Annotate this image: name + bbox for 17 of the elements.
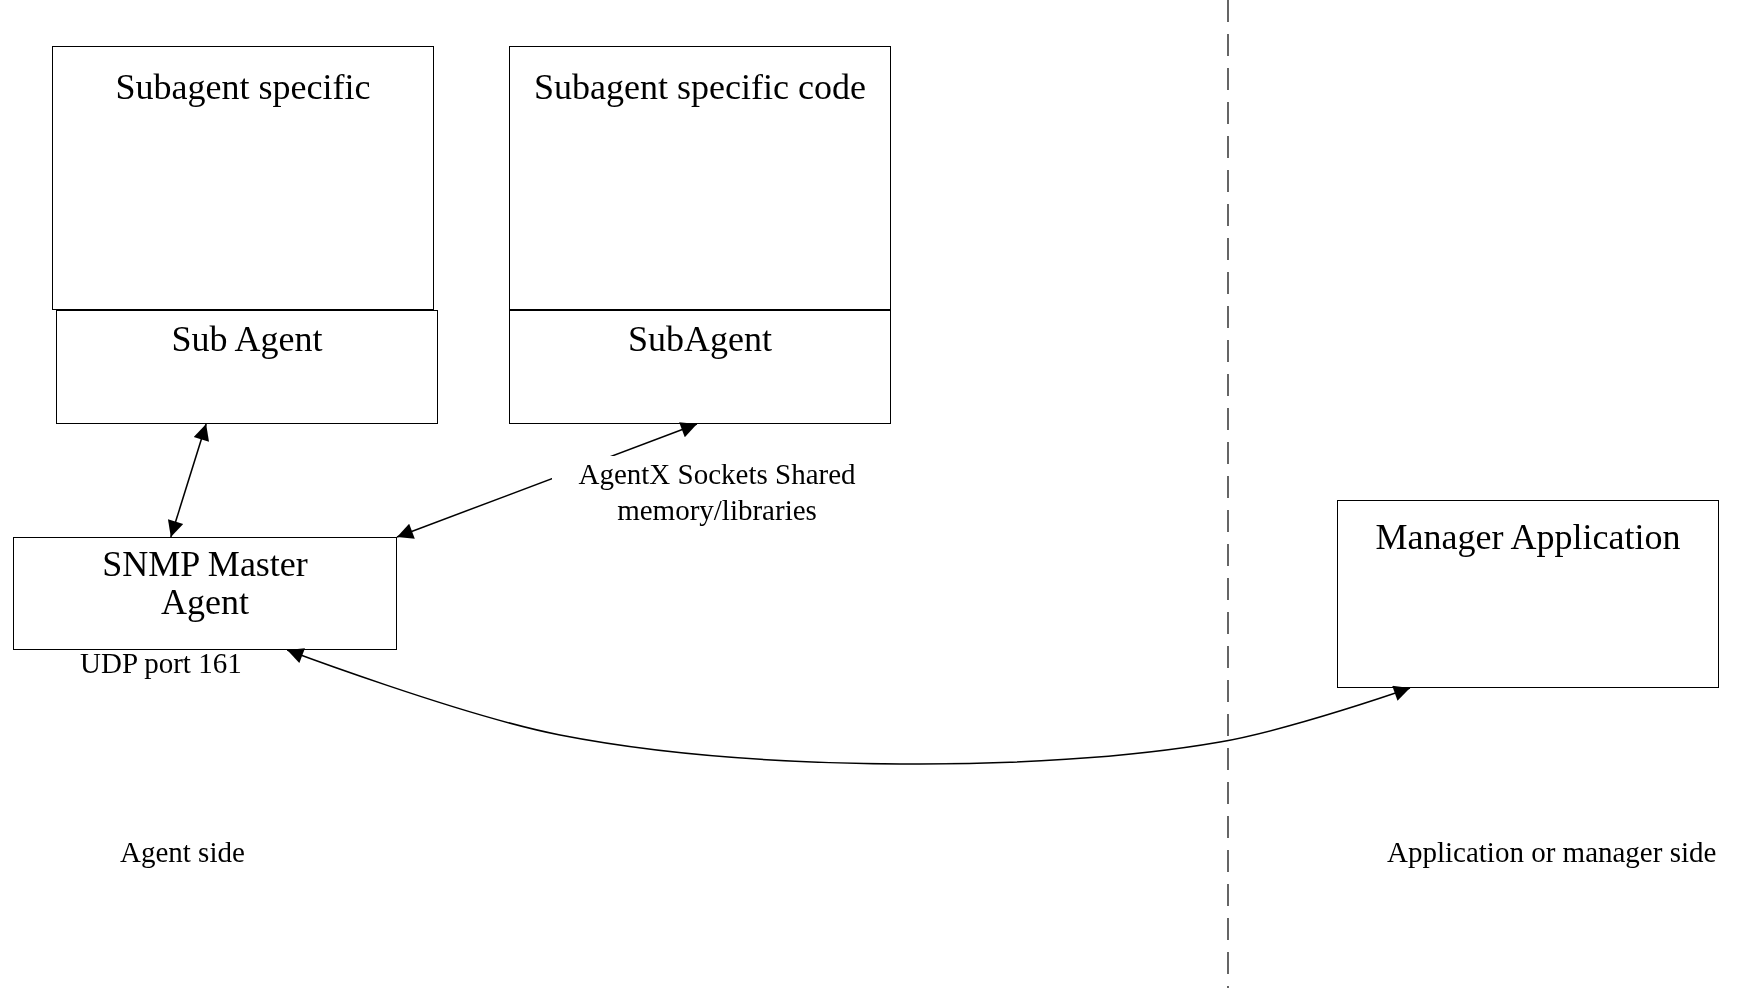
process-box bbox=[56, 310, 438, 424]
box-title: Sub Agent bbox=[170, 321, 324, 359]
process-box bbox=[509, 310, 891, 424]
process-box bbox=[52, 46, 434, 310]
arrow bbox=[286, 648, 1411, 765]
process-box bbox=[1337, 500, 1719, 688]
arrow bbox=[167, 423, 209, 538]
box-title: SubAgent bbox=[627, 321, 773, 359]
process-box bbox=[509, 46, 891, 310]
side-label: Application or manager side bbox=[1387, 835, 1717, 870]
process-box bbox=[13, 537, 397, 650]
box-title: SNMP Master Agent bbox=[101, 546, 309, 622]
box-title: Manager Application bbox=[1374, 519, 1682, 557]
port-label: UDP port 161 bbox=[80, 646, 242, 681]
side-label: Agent side bbox=[120, 835, 245, 870]
box-title: Subagent specific code bbox=[533, 69, 867, 107]
box-title: Subagent specific bbox=[114, 69, 372, 107]
